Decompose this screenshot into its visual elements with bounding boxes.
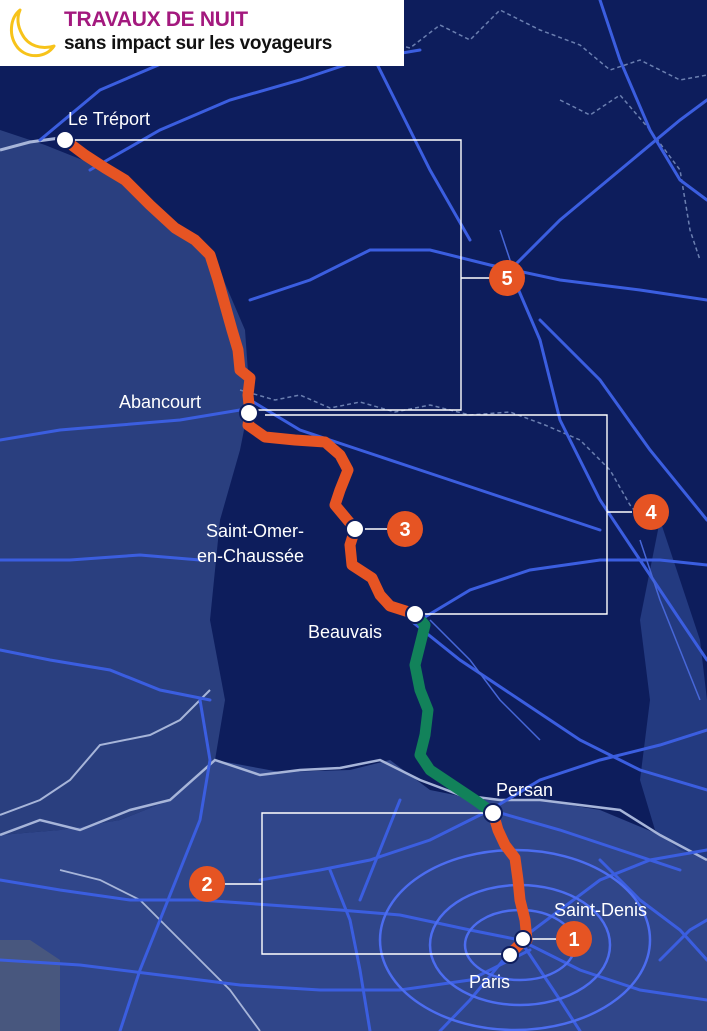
label-beauvais: Beauvais xyxy=(308,622,382,642)
badge-zone-5[interactable]: 5 xyxy=(489,260,525,296)
label-le-treport: Le Tréport xyxy=(68,109,150,129)
border-solid-southwest xyxy=(59,869,261,1031)
station-abancourt[interactable] xyxy=(239,403,259,423)
label-saint-omer-line1: Saint-Omer- xyxy=(206,521,304,541)
legend-box: TRAVAUX DE NUIT sans impact sur les voya… xyxy=(0,0,404,66)
label-abancourt: Abancourt xyxy=(119,392,201,412)
label-paris: Paris xyxy=(469,972,510,992)
callout-lines xyxy=(65,139,632,955)
station-saint-denis[interactable] xyxy=(514,930,532,948)
label-saint-omer-line2: en-Chaussée xyxy=(197,546,304,566)
svg-text:1: 1 xyxy=(568,929,579,951)
region-south-land xyxy=(0,760,707,1031)
stations xyxy=(55,130,532,964)
zone-4-bracket xyxy=(265,414,608,615)
svg-text:2: 2 xyxy=(201,874,212,896)
label-saint-denis: Saint-Denis xyxy=(554,900,647,920)
region-west-land xyxy=(0,130,250,835)
station-saint-omer[interactable] xyxy=(345,519,365,539)
svg-text:5: 5 xyxy=(501,268,512,290)
badge-zone-3[interactable]: 3 xyxy=(387,511,423,547)
border-solid-south xyxy=(0,758,707,862)
station-persan[interactable] xyxy=(483,803,503,823)
zone-5-bracket xyxy=(65,139,462,411)
badge-zone-4[interactable]: 4 xyxy=(633,494,669,530)
badge-zone-1[interactable]: 1 xyxy=(556,921,592,957)
svg-text:4: 4 xyxy=(645,502,657,524)
border-dashed-north xyxy=(349,9,707,81)
coastline xyxy=(0,136,61,152)
crescent-moon-icon xyxy=(10,8,56,58)
border-solid-west xyxy=(0,689,211,816)
label-persan: Persan xyxy=(496,780,553,800)
legend-subtitle: sans impact sur les voyageurs xyxy=(64,33,332,54)
legend-title: TRAVAUX DE NUIT xyxy=(64,8,248,31)
station-paris[interactable] xyxy=(501,946,519,964)
svg-text:3: 3 xyxy=(399,519,410,541)
station-beauvais[interactable] xyxy=(405,604,425,624)
railway-beauvais-persan xyxy=(409,608,499,819)
badge-zone-2[interactable]: 2 xyxy=(189,866,225,902)
station-le-treport[interactable] xyxy=(55,130,75,150)
